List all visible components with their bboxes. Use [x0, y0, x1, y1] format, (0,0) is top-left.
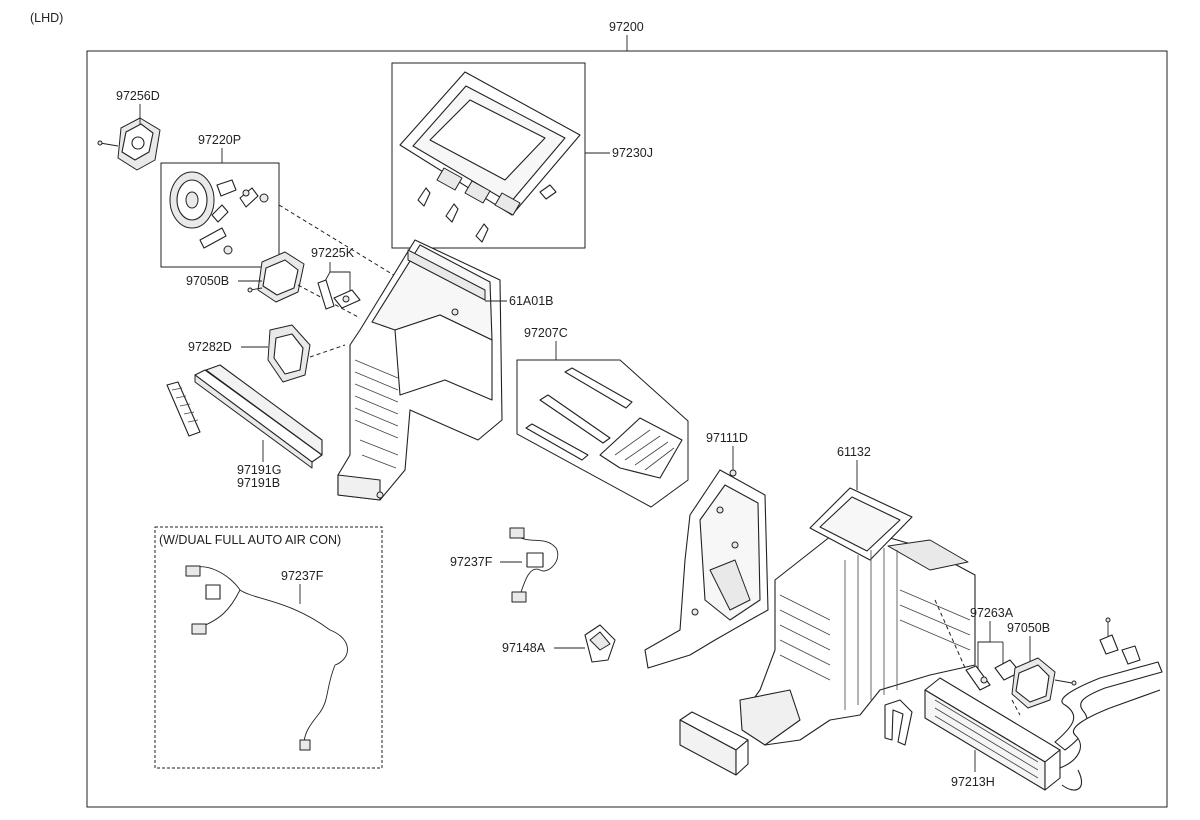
assembly-frame	[86, 50, 1168, 808]
label-97207C: 97207C	[524, 326, 568, 340]
label-97111D: 97111D	[706, 431, 748, 445]
label-97050B-right: 97050B	[1007, 621, 1050, 635]
blower-motor-kit-box	[160, 162, 280, 268]
inset-harness-drawing	[185, 565, 348, 751]
label-97220P: 97220P	[198, 133, 241, 147]
duct-frame-drawing	[399, 71, 581, 243]
inset-title: (W/DUAL FULL AUTO AIR CON)	[159, 533, 341, 547]
inset-box	[154, 526, 383, 769]
actuator-left-drawing	[247, 251, 305, 303]
blower-motor-drawing	[169, 171, 269, 255]
assembly-number-label: 97200	[609, 20, 644, 34]
label-97237F-middle: 97237F	[450, 555, 493, 569]
actuator-top-drawing	[97, 117, 161, 171]
actuator-right-drawing	[1011, 657, 1077, 709]
label-97191G: 97191G	[237, 463, 281, 477]
door-kit-drawing	[525, 367, 683, 479]
label-97225K: 97225K	[311, 246, 355, 260]
variant-label: (LHD)	[30, 11, 63, 25]
duct-outlet-drawing	[679, 711, 749, 776]
label-97050B-left: 97050B	[186, 274, 229, 288]
label-97237F-inset: 97237F	[281, 569, 324, 583]
duct-frame-box	[391, 62, 586, 249]
label-97148A: 97148A	[502, 641, 546, 655]
seal-strip-drawing	[884, 699, 913, 746]
upper-case-drawing	[337, 239, 503, 501]
lower-left-case-drawing	[644, 469, 769, 669]
label-97263A: 97263A	[970, 606, 1014, 620]
label-97256D: 97256D	[116, 89, 160, 103]
label-97213H: 97213H	[951, 775, 995, 789]
door-kit-box	[516, 359, 689, 508]
label-61A01B: 61A01B	[509, 294, 553, 308]
sensor-harness-drawing	[509, 527, 559, 603]
lever-kit-drawing	[317, 279, 361, 310]
label-97282D: 97282D	[188, 340, 232, 354]
label-97191B: 97191B	[237, 476, 280, 490]
filter-cover-drawing	[267, 324, 311, 383]
label-61132: 61132	[837, 445, 871, 459]
label-97230J: 97230J	[612, 146, 653, 160]
sensor-drawing	[584, 624, 616, 663]
air-filter-drawing	[166, 364, 323, 469]
center-case-drawing	[739, 487, 976, 746]
heater-core-drawing	[924, 617, 1163, 791]
